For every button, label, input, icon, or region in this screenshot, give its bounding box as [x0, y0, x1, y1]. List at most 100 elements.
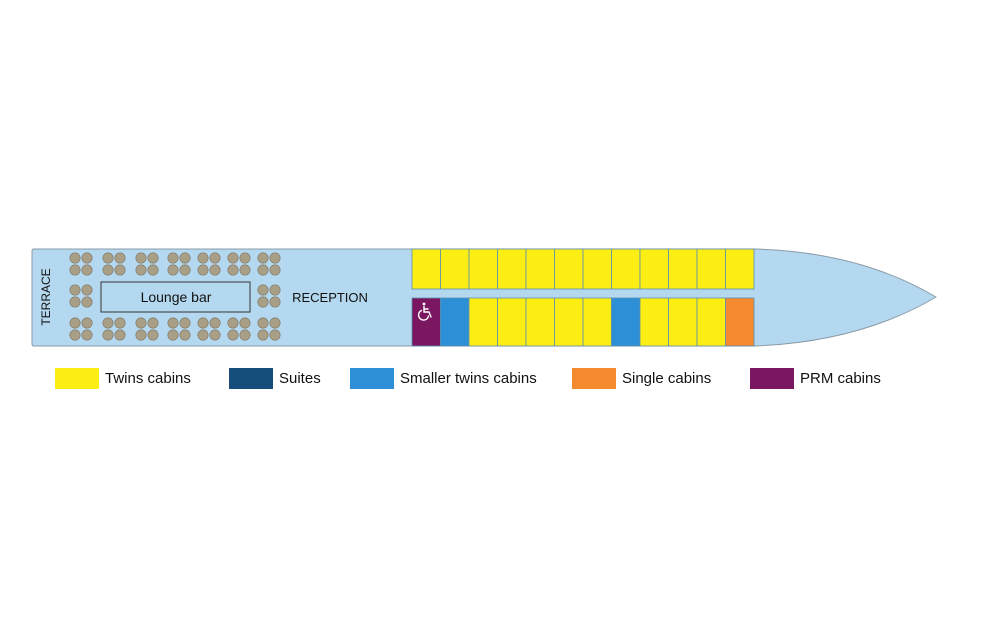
table-seat	[81, 284, 93, 296]
cabin-twins	[440, 248, 470, 290]
cabin-single	[725, 297, 755, 347]
table-seat	[257, 296, 269, 308]
table-cluster	[102, 317, 126, 341]
cabin-twins	[497, 248, 527, 290]
table-seat	[269, 264, 281, 276]
table-seat	[197, 329, 209, 341]
table-seat	[135, 329, 147, 341]
table-seat	[239, 252, 251, 264]
table-cluster	[257, 284, 281, 308]
table-seat	[114, 252, 126, 264]
table-seat	[179, 329, 191, 341]
table-seat	[147, 329, 159, 341]
table-seat	[197, 252, 209, 264]
cabin-twins	[611, 248, 641, 290]
table-cluster	[135, 317, 159, 341]
table-seat	[209, 264, 221, 276]
table-seat	[209, 317, 221, 329]
table-cluster	[102, 252, 126, 276]
table-seat	[209, 252, 221, 264]
table-seat	[179, 264, 191, 276]
cabin-twins	[725, 248, 755, 290]
table-seat	[197, 264, 209, 276]
table-cluster	[257, 252, 281, 276]
cabin-twins	[525, 297, 555, 347]
cabin-twins	[582, 297, 612, 347]
table-seat	[269, 317, 281, 329]
table-cluster	[135, 252, 159, 276]
table-seat	[257, 252, 269, 264]
table-seat	[147, 317, 159, 329]
cabin-twins	[668, 248, 698, 290]
table-cluster	[227, 317, 251, 341]
table-seat	[81, 252, 93, 264]
cabin-twins	[525, 248, 555, 290]
table-seat	[167, 252, 179, 264]
cabin-twins	[582, 248, 612, 290]
reception-label: RECEPTION	[292, 290, 368, 305]
table-seat	[69, 284, 81, 296]
lounge-bar-area	[100, 281, 251, 313]
table-seat	[102, 252, 114, 264]
terrace-tables	[69, 252, 281, 341]
table-seat	[81, 296, 93, 308]
cabin-twins	[639, 297, 669, 347]
table-seat	[69, 329, 81, 341]
table-seat	[135, 264, 147, 276]
table-seat	[147, 264, 159, 276]
table-seat	[179, 317, 191, 329]
table-cluster	[197, 317, 221, 341]
cabin-smaller-twins	[611, 297, 641, 347]
table-seat	[102, 317, 114, 329]
table-seat	[257, 329, 269, 341]
table-seat	[179, 252, 191, 264]
table-seat	[81, 317, 93, 329]
table-seat	[69, 317, 81, 329]
table-seat	[257, 284, 269, 296]
table-seat	[257, 264, 269, 276]
table-seat	[209, 329, 221, 341]
table-seat	[269, 329, 281, 341]
table-cluster	[69, 284, 93, 308]
cabin-twins	[554, 248, 584, 290]
legend-label-suites: Suites	[279, 369, 321, 387]
table-seat	[69, 252, 81, 264]
table-seat	[135, 317, 147, 329]
table-seat	[227, 329, 239, 341]
legend-swatch-suites	[229, 367, 273, 389]
table-seat	[227, 317, 239, 329]
lounge-bar-label: Lounge bar	[141, 289, 212, 305]
cabin-twins	[554, 297, 584, 347]
table-seat	[269, 284, 281, 296]
table-seat	[114, 317, 126, 329]
cabin-twins	[411, 248, 441, 290]
table-seat	[239, 264, 251, 276]
legend-item-single: Single cabins	[572, 365, 711, 391]
cabin-grid	[411, 248, 755, 347]
cabin-twins	[468, 248, 498, 290]
table-seat	[257, 317, 269, 329]
table-cluster	[257, 317, 281, 341]
table-seat	[114, 264, 126, 276]
table-seat	[69, 264, 81, 276]
table-seat	[269, 252, 281, 264]
legend-label-twins: Twins cabins	[105, 369, 191, 387]
legend-item-prm: PRM cabins	[750, 365, 881, 391]
legend-swatch-single	[572, 367, 616, 389]
table-seat	[239, 317, 251, 329]
legend: Twins cabins Suites Smaller twins cabins…	[0, 365, 1000, 391]
table-seat	[102, 329, 114, 341]
legend-swatch-smaller-twins	[350, 367, 394, 389]
table-cluster	[69, 317, 93, 341]
cabin-twins	[639, 248, 669, 290]
table-seat	[227, 252, 239, 264]
cabin-prm	[411, 297, 441, 347]
legend-item-smaller-twins: Smaller twins cabins	[350, 365, 537, 391]
table-seat	[69, 296, 81, 308]
table-seat	[102, 264, 114, 276]
table-seat	[81, 264, 93, 276]
table-seat	[167, 264, 179, 276]
legend-swatch-prm	[750, 367, 794, 389]
legend-item-suites: Suites	[229, 365, 321, 391]
